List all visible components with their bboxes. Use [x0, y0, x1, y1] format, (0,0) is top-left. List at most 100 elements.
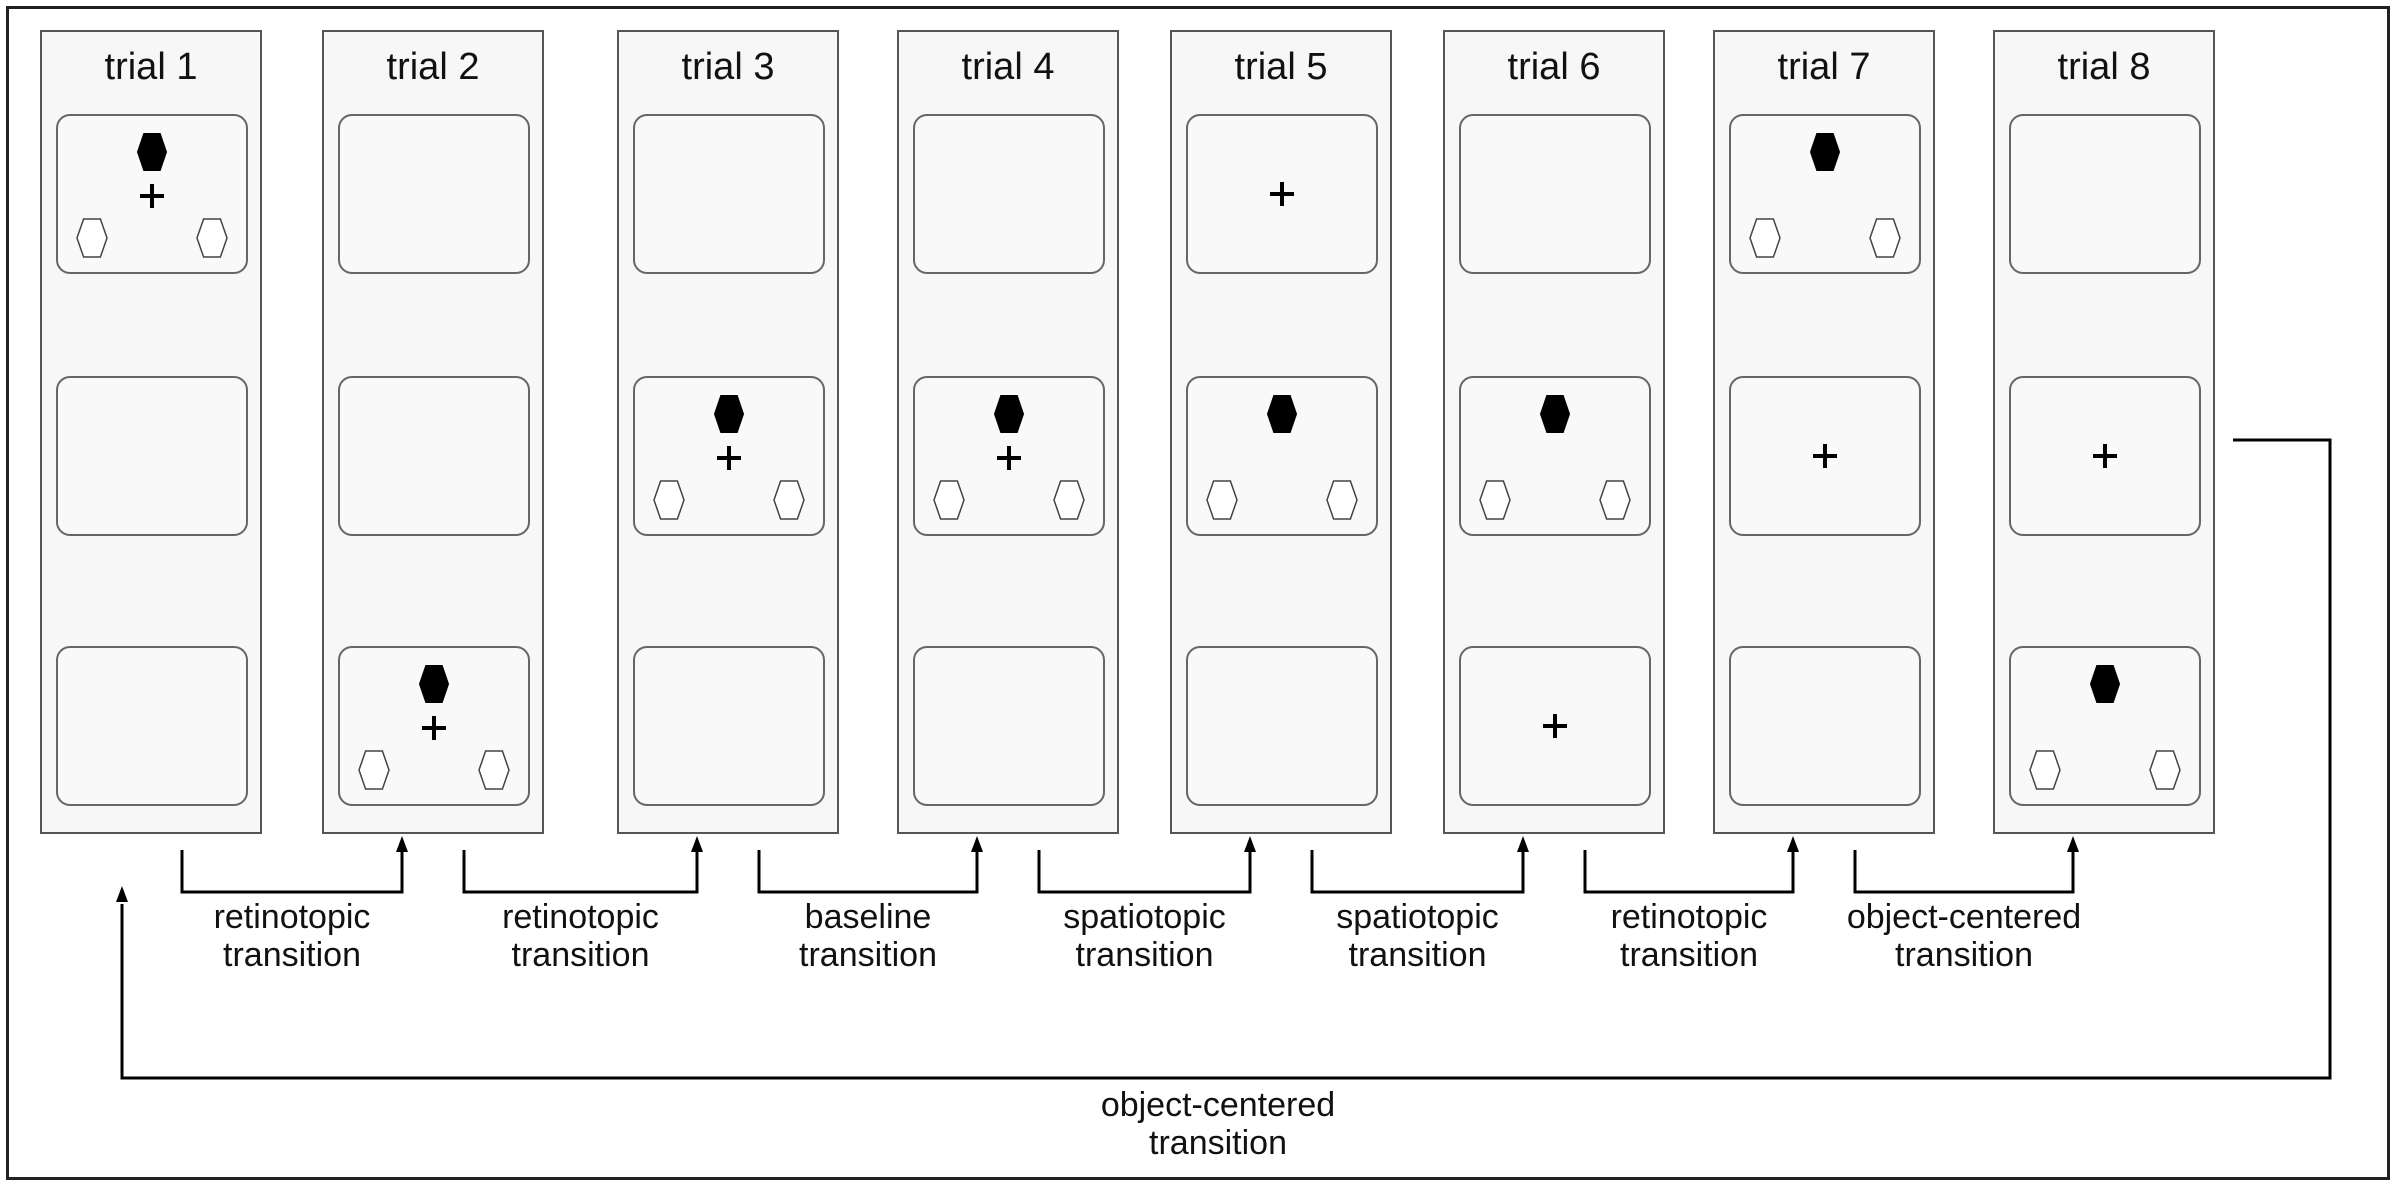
display-screen — [913, 646, 1105, 806]
display-screen — [1459, 114, 1651, 274]
display-screen — [1459, 646, 1651, 806]
transition-connector — [1310, 848, 1525, 894]
screen-contents — [653, 395, 805, 520]
arrowhead-icon — [1244, 836, 1256, 852]
screen-contents — [358, 665, 510, 790]
distractor-diamond-icon — [933, 480, 965, 520]
display-screen — [2009, 646, 2201, 806]
fixation-cross-icon — [997, 446, 1021, 470]
distractor-diamond-icon — [478, 750, 510, 790]
display-screen — [633, 646, 825, 806]
trial-title: trial 1 — [104, 46, 198, 88]
display-screen — [2009, 114, 2201, 274]
distractor-diamond-icon — [1053, 480, 1085, 520]
display-screen — [1459, 376, 1651, 536]
fixation-cross-icon — [422, 716, 446, 740]
fixation-cross-icon — [2093, 444, 2117, 468]
trial-panel: trial 7 — [1713, 30, 1935, 834]
display-screen — [338, 646, 530, 806]
distractor-diamond-icon — [76, 218, 108, 258]
trial-panel: trial 8 — [1993, 30, 2215, 834]
transition-label-line: transition — [1149, 1124, 1287, 1162]
arrowhead-icon — [691, 836, 703, 852]
trial-panel: trial 1 — [40, 30, 262, 834]
loop-connector — [120, 438, 2332, 1080]
transition-connector — [462, 848, 699, 894]
distractor-diamond-icon — [773, 480, 805, 520]
transition-label-line: object-centered — [1100, 1086, 1336, 1124]
distractor-diamond-icon — [1749, 218, 1781, 258]
transition-label-line: transition — [1348, 936, 1487, 974]
transition-label-line: retinotopic — [213, 898, 371, 936]
arrowhead-icon — [1517, 836, 1529, 852]
display-screen — [1186, 114, 1378, 274]
target-diamond-icon — [713, 395, 745, 433]
transition-label-line: transition — [511, 936, 650, 974]
transition-label-line: spatiotopic — [1336, 898, 1499, 936]
display-screen — [338, 114, 530, 274]
trial-title: trial 5 — [1234, 46, 1328, 88]
screen-contents — [2093, 444, 2117, 468]
display-screen — [1729, 114, 1921, 274]
target-diamond-icon — [2089, 665, 2121, 703]
display-screen — [1729, 376, 1921, 536]
trial-panel: trial 2 — [322, 30, 544, 834]
transition-label-line: baseline — [804, 898, 932, 936]
arrowhead-icon — [116, 886, 128, 902]
distractor-diamond-icon — [358, 750, 390, 790]
screen-contents — [933, 395, 1085, 520]
trial-title: trial 2 — [386, 46, 480, 88]
transition-label-line: retinotopic — [502, 898, 659, 936]
display-screen — [633, 376, 825, 536]
screen-contents — [1749, 133, 1901, 258]
target-diamond-icon — [1266, 395, 1298, 433]
transition-connector — [1037, 848, 1252, 894]
distractor-diamond-icon — [1326, 480, 1358, 520]
display-screen — [56, 376, 248, 536]
display-screen — [56, 646, 248, 806]
target-diamond-icon — [993, 395, 1025, 433]
display-screen — [56, 114, 248, 274]
fixation-cross-icon — [140, 184, 164, 208]
transition-label-line: transition — [1620, 936, 1758, 974]
distractor-diamond-icon — [1206, 480, 1238, 520]
transition-connector — [1583, 848, 1795, 894]
distractor-diamond-icon — [653, 480, 685, 520]
display-screen — [1186, 376, 1378, 536]
trial-panel: trial 4 — [897, 30, 1119, 834]
trial-panel: trial 6 — [1443, 30, 1665, 834]
display-screen — [1729, 646, 1921, 806]
trial-title: trial 4 — [961, 46, 1055, 88]
transition-connector — [1853, 848, 2075, 894]
display-screen — [633, 114, 825, 274]
distractor-diamond-icon — [2149, 750, 2181, 790]
distractor-diamond-icon — [1869, 218, 1901, 258]
trial-title: trial 3 — [681, 46, 775, 88]
transition-label-line: spatiotopic — [1063, 898, 1226, 936]
arrowhead-icon — [971, 836, 983, 852]
display-screen — [913, 376, 1105, 536]
target-diamond-icon — [1809, 133, 1841, 171]
trial-panel: trial 3 — [617, 30, 839, 834]
screen-contents — [76, 133, 228, 258]
screen-contents — [2029, 665, 2181, 790]
distractor-diamond-icon — [2029, 750, 2061, 790]
display-screen — [338, 376, 530, 536]
arrowhead-icon — [396, 836, 408, 852]
transition-connector — [180, 848, 404, 894]
distractor-diamond-icon — [1599, 480, 1631, 520]
screen-contents — [1479, 395, 1631, 520]
target-diamond-icon — [418, 665, 450, 703]
trial-title: trial 6 — [1507, 46, 1601, 88]
trial-title: trial 7 — [1777, 46, 1871, 88]
target-diamond-icon — [136, 133, 168, 171]
screen-contents — [1270, 182, 1294, 206]
trial-title: trial 8 — [2057, 46, 2151, 88]
